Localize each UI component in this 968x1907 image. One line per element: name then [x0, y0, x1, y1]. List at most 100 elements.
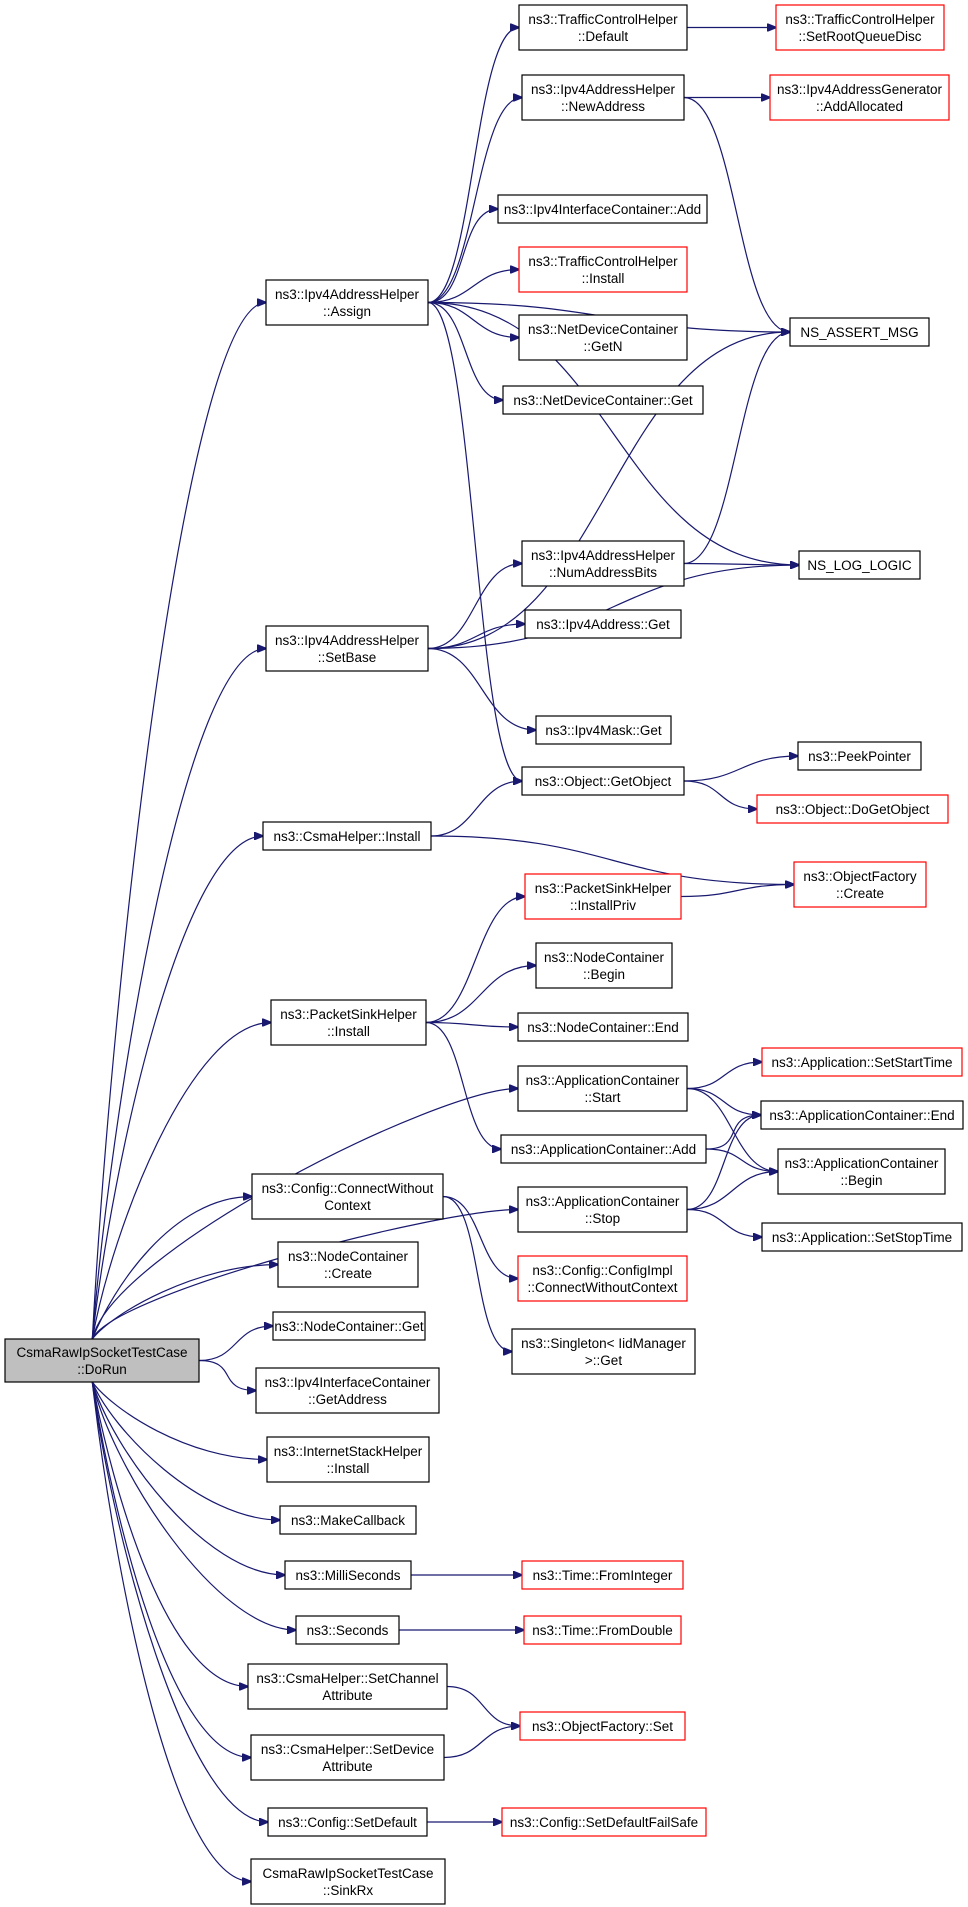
node-time-fromdouble[interactable]: ns3::Time::FromDouble: [523, 1615, 682, 1645]
node-box: [524, 873, 682, 920]
node-ac-start[interactable]: ns3::ApplicationContainer::Start: [517, 1065, 688, 1112]
edge-ipv4-setbase-to-ipv4-numbits: [427, 564, 522, 650]
node-box: [761, 1222, 963, 1252]
node-tch-setroot[interactable]: ns3::TrafficControlHelper::SetRootQueueD…: [775, 4, 945, 51]
node-obj-dogetobject[interactable]: ns3::Object::DoGetObject: [756, 794, 949, 824]
node-ac-add[interactable]: ns3::ApplicationContainer::Add: [500, 1134, 707, 1164]
node-nc-end[interactable]: ns3::NodeContainer::End: [517, 1012, 689, 1042]
node-label: ::Start: [584, 1090, 620, 1105]
edge-csma-setdev-to-of-set: [443, 1726, 520, 1759]
node-box: [789, 317, 930, 347]
node-label: ::ConnectWithoutContext: [527, 1280, 677, 1295]
node-label: ns3::TrafficControlHelper: [528, 12, 678, 27]
node-box: [798, 550, 921, 580]
node-nc-get[interactable]: ns3::NodeContainer::Get: [272, 1311, 426, 1341]
node-app-setstart[interactable]: ns3::Application::SetStartTime: [761, 1047, 963, 1077]
edge-cfg-connect-to-cfgimpl-connect: [442, 1195, 518, 1279]
node-ns-log[interactable]: NS_LOG_LOGIC: [798, 550, 921, 580]
node-cfg-connect[interactable]: ns3::Config::ConnectWithoutContext: [251, 1173, 444, 1220]
node-label: ::Create: [324, 1266, 372, 1281]
node-ish-install[interactable]: ns3::InternetStackHelper::Install: [266, 1436, 430, 1483]
node-time-fromint[interactable]: ns3::Time::FromInteger: [521, 1560, 684, 1590]
node-box: [517, 1012, 689, 1042]
node-ipv4mask-get[interactable]: ns3::Ipv4Mask::Get: [535, 715, 672, 745]
node-sinkrx[interactable]: CsmaRawIpSocketTestCase::SinkRx: [250, 1858, 446, 1905]
node-label: ns3::Ipv4Mask::Get: [545, 723, 662, 738]
node-box: [517, 1065, 688, 1112]
node-label: ns3::Ipv4AddressHelper: [531, 82, 676, 97]
node-label: ::GetN: [583, 339, 622, 354]
node-ipv4addr-get[interactable]: ns3::Ipv4Address::Get: [524, 609, 682, 639]
node-ipv4-setbase[interactable]: ns3::Ipv4AddressHelper::SetBase: [265, 625, 429, 672]
node-app-setstop[interactable]: ns3::Application::SetStopTime: [761, 1222, 963, 1252]
node-box: [270, 999, 427, 1046]
node-box: [535, 715, 672, 745]
node-cfg-setdefault[interactable]: ns3::Config::SetDefault: [267, 1807, 428, 1837]
node-ac-begin[interactable]: ns3::ApplicationContainer::Begin: [777, 1148, 946, 1195]
node-of-set[interactable]: ns3::ObjectFactory::Set: [519, 1711, 686, 1741]
edge-ipv4-assign-to-ns-log: [427, 301, 799, 566]
node-box: [521, 1560, 684, 1590]
edge-root-to-csma-setdev: [91, 1381, 251, 1758]
node-ndc-get[interactable]: ns3::NetDeviceContainer::Get: [502, 385, 704, 415]
node-tch-install[interactable]: ns3::TrafficControlHelper::Install: [518, 246, 688, 293]
node-ac-end[interactable]: ns3::ApplicationContainer::End: [760, 1100, 964, 1130]
node-makecallback[interactable]: ns3::MakeCallback: [279, 1505, 417, 1535]
node-nc-create[interactable]: ns3::NodeContainer::Create: [277, 1241, 419, 1288]
node-ipv4gen-addalloc[interactable]: ns3::Ipv4AddressGenerator::AddAllocated: [769, 74, 950, 121]
node-singleton-get[interactable]: ns3::Singleton< IidManager>::Get: [511, 1328, 696, 1375]
node-ipv4-assign[interactable]: ns3::Ipv4AddressHelper::Assign: [265, 279, 429, 326]
node-cfg-setdefaultfs[interactable]: ns3::Config::SetDefaultFailSafe: [501, 1807, 707, 1837]
node-box: [769, 74, 950, 121]
node-box: [266, 1436, 430, 1483]
edge-root-to-cfg-connect: [91, 1197, 252, 1340]
edge-ipv4-numbits-to-ns-assert: [683, 332, 790, 565]
node-label: ns3::NodeContainer::End: [527, 1020, 679, 1035]
node-label: ::NewAddress: [561, 99, 645, 114]
node-box: [756, 794, 949, 824]
node-ipv4ic-getaddr[interactable]: ns3::Ipv4InterfaceContainer::GetAddress: [255, 1367, 440, 1414]
edge-ipv4-setbase-to-ipv4mask-get: [427, 647, 536, 731]
node-root[interactable]: CsmaRawIpSocketTestCase::DoRun: [4, 1338, 200, 1383]
node-label: ns3::PacketSinkHelper: [535, 881, 672, 896]
node-label: ns3::NetDeviceContainer: [528, 322, 679, 337]
edge-root-to-csma-install: [91, 836, 263, 1340]
edge-ac-start-to-ac-begin: [686, 1087, 778, 1172]
node-ndc-getn[interactable]: ns3::NetDeviceContainer::GetN: [518, 314, 688, 361]
edge-root-to-sinkrx: [91, 1381, 251, 1882]
node-label: ns3::Config::ConnectWithout: [262, 1181, 434, 1196]
node-csma-install[interactable]: ns3::CsmaHelper::Install: [262, 821, 432, 851]
node-seconds[interactable]: ns3::Seconds: [295, 1615, 400, 1645]
node-obj-getobject[interactable]: ns3::Object::GetObject: [521, 766, 685, 796]
node-ipv4-newaddr[interactable]: ns3::Ipv4AddressHelper::NewAddress: [521, 74, 685, 121]
node-tch-default[interactable]: ns3::TrafficControlHelper::Default: [518, 4, 688, 51]
node-millis[interactable]: ns3::MilliSeconds: [284, 1560, 412, 1590]
node-cfgimpl-connect[interactable]: ns3::Config::ConfigImpl::ConnectWithoutC…: [517, 1255, 688, 1302]
node-label: CsmaRawIpSocketTestCase: [262, 1866, 433, 1881]
node-label: ::Default: [578, 29, 629, 44]
node-box: [295, 1615, 400, 1645]
node-box: [250, 1858, 446, 1905]
node-psh-installpriv[interactable]: ns3::PacketSinkHelper::InstallPriv: [524, 873, 682, 920]
node-ns-assert[interactable]: NS_ASSERT_MSG: [789, 317, 930, 347]
node-box: [518, 314, 688, 361]
node-peekpointer[interactable]: ns3::PeekPointer: [797, 741, 922, 771]
node-ipv4-numbits[interactable]: ns3::Ipv4AddressHelper::NumAddressBits: [521, 540, 685, 587]
edge-ipv4-assign-to-ndc-get: [427, 301, 503, 401]
node-label: ns3::Ipv4AddressHelper: [531, 548, 676, 563]
node-box: [497, 194, 708, 224]
node-label: ::GetAddress: [308, 1392, 387, 1407]
node-psh-install[interactable]: ns3::PacketSinkHelper::Install: [270, 999, 427, 1046]
node-nc-begin[interactable]: ns3::NodeContainer::Begin: [535, 942, 673, 989]
node-ac-stop[interactable]: ns3::ApplicationContainer::Stop: [517, 1186, 688, 1233]
node-label: NS_LOG_LOGIC: [807, 558, 912, 573]
edge-ac-stop-to-ac-end: [686, 1115, 761, 1211]
node-box: [760, 1100, 964, 1130]
node-ipv4ic-add[interactable]: ns3::Ipv4InterfaceContainer::Add: [497, 194, 708, 224]
node-of-create[interactable]: ns3::ObjectFactory::Create: [793, 861, 927, 908]
node-box: [775, 4, 945, 51]
node-box: [265, 279, 429, 326]
edge-ac-add-to-ac-end: [705, 1115, 761, 1150]
